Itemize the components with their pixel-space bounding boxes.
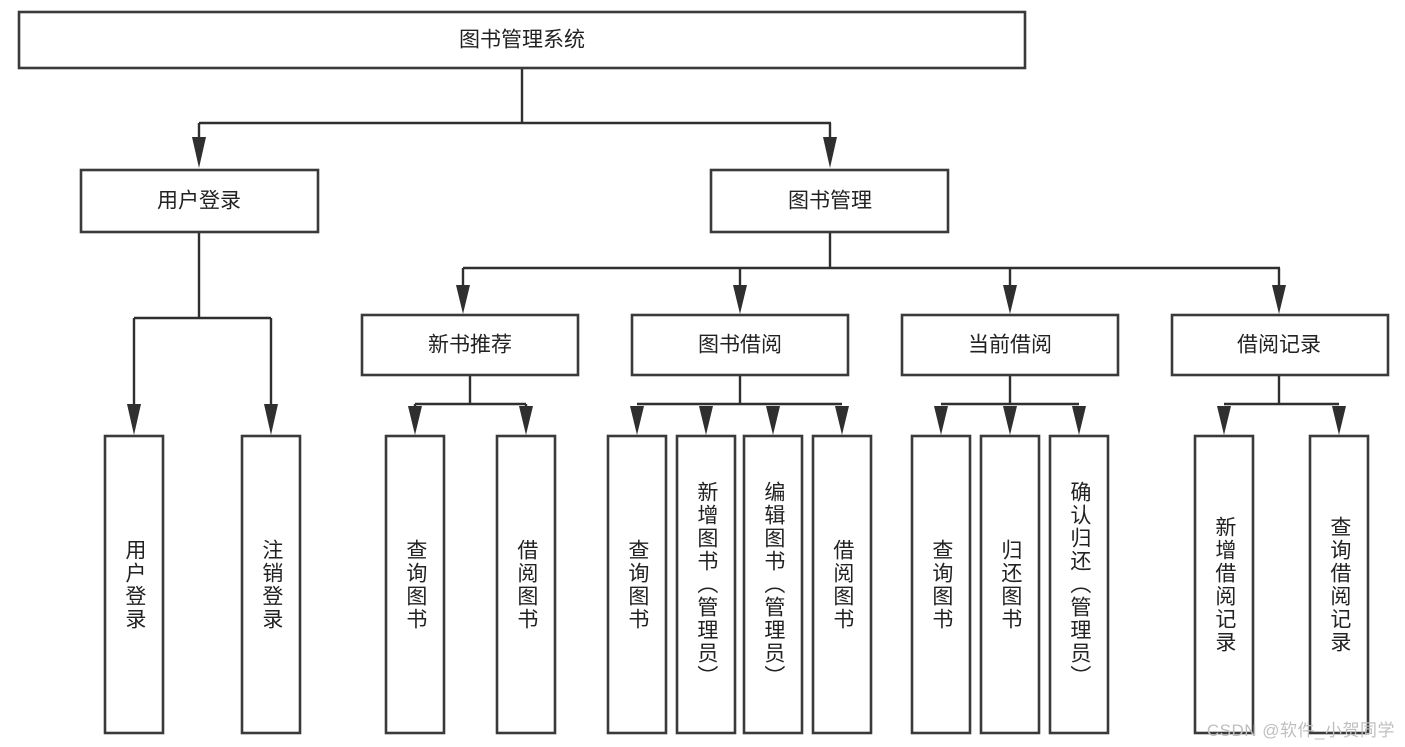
arrow-head-leaf-confirm-return: [1072, 406, 1086, 435]
node-box-user-login[interactable]: [79, 168, 320, 234]
leaf-box-leaf-query-record[interactable]: [1308, 434, 1370, 735]
connector-group-borrow-record: [1217, 375, 1346, 435]
connector-group-root: [192, 68, 837, 168]
node-label-book-borrow: 图书借阅: [698, 334, 782, 357]
connector-group-current-borrow: [934, 375, 1086, 435]
arrow-head-leaf-return-book: [1003, 406, 1017, 435]
node-box-book-manage[interactable]: [709, 168, 950, 234]
node-label-user-login: 用户登录: [157, 190, 241, 213]
node-box-new-book-recommend[interactable]: [360, 313, 580, 377]
leaf-box-leaf-query-book-3[interactable]: [910, 434, 972, 735]
leaf-box-leaf-confirm-return[interactable]: [1048, 434, 1110, 735]
arrow-head-book-manage: [823, 137, 837, 168]
node-box-current-borrow[interactable]: [900, 313, 1120, 377]
node-label-borrow-record: 借阅记录: [1237, 334, 1321, 357]
connector-group-new-book-recommend: [408, 375, 533, 435]
node-box-root[interactable]: [17, 10, 1027, 70]
arrow-head-leaf-logout-login: [264, 404, 278, 435]
connector-group-book-borrow: [630, 375, 849, 435]
leaf-box-leaf-add-book[interactable]: [675, 434, 737, 735]
arrow-head-leaf-add-book: [699, 406, 713, 435]
node-label-book-manage: 图书管理: [788, 190, 872, 213]
leaf-box-leaf-borrow-book-2[interactable]: [811, 434, 873, 735]
connector-group-book-manage: [456, 232, 1286, 314]
arrow-head-leaf-query-book-1: [408, 406, 422, 435]
arrow-head-leaf-query-book-3: [934, 406, 948, 435]
node-label-new-book-recommend: 新书推荐: [428, 334, 512, 357]
leaf-box-leaf-query-book-1[interactable]: [384, 434, 446, 735]
leaf-box-leaf-return-book[interactable]: [979, 434, 1041, 735]
arrow-head-leaf-add-record: [1217, 406, 1231, 435]
arrow-head-current-borrow: [1003, 285, 1017, 314]
node-box-book-borrow[interactable]: [630, 313, 850, 377]
arrow-head-book-borrow: [733, 285, 747, 314]
arrow-head-leaf-edit-book: [766, 406, 780, 435]
node-label-current-borrow: 当前借阅: [968, 334, 1052, 357]
arrow-head-new-book-recommend: [456, 285, 470, 314]
leaf-box-leaf-borrow-book-1[interactable]: [495, 434, 557, 735]
arrow-head-borrow-record: [1272, 285, 1286, 314]
leaf-box-leaf-add-record[interactable]: [1193, 434, 1255, 735]
arrow-head-leaf-query-record: [1332, 406, 1346, 435]
leaf-box-leaf-edit-book[interactable]: [742, 434, 804, 735]
arrow-head-user-login: [192, 137, 206, 168]
arrow-head-leaf-user-login: [127, 404, 141, 435]
arrow-head-leaf-borrow-book-1: [519, 406, 533, 435]
node-box-borrow-record[interactable]: [1170, 313, 1390, 377]
leaf-box-leaf-logout-login[interactable]: [240, 434, 302, 735]
csdn-watermark: CSDN @软件_小贺同学: [1206, 721, 1395, 740]
arrow-head-leaf-query-book-2: [630, 406, 644, 435]
node-label-root: 图书管理系统: [459, 29, 585, 52]
leaf-box-leaf-user-login[interactable]: [103, 434, 165, 735]
leaf-box-leaf-query-book-2[interactable]: [606, 434, 668, 735]
connector-group-user-login: [127, 232, 278, 435]
arrow-head-leaf-borrow-book-2: [835, 406, 849, 435]
